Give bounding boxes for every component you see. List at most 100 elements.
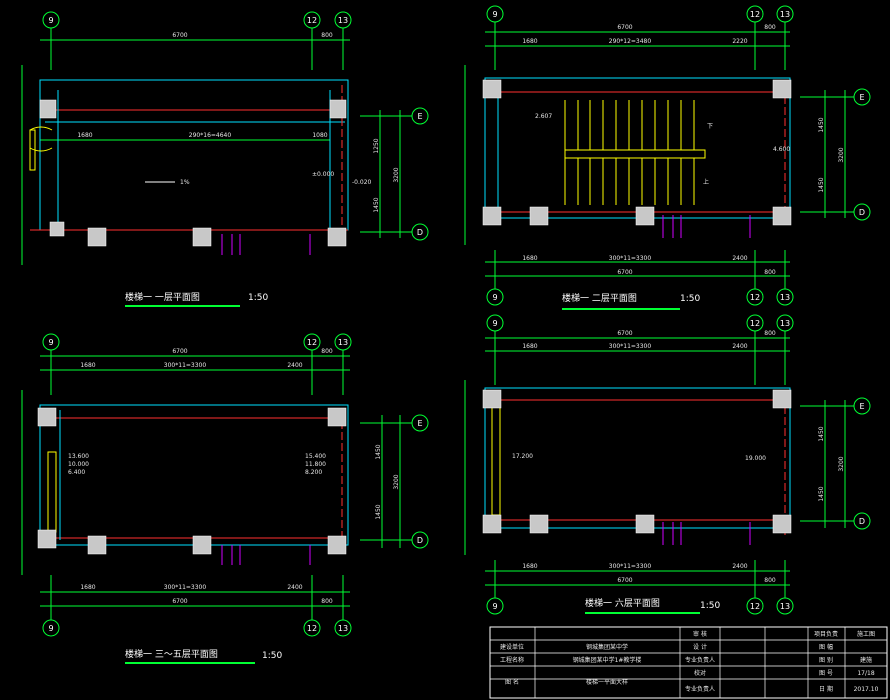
arrow-down: 下 <box>707 123 713 130</box>
axis-13-top: 13 <box>338 338 348 347</box>
level-1: 4.600 <box>773 146 790 153</box>
title-block: 审 核 项目负责 施工图 建设单位 钢城集团某中学 设 计 图 幅 工程名称 钢… <box>489 626 888 699</box>
tb-type-label: 图 别 <box>819 656 833 664</box>
dim-bottom-3: 2400 <box>732 255 747 262</box>
dim-bottom2-2: 800 <box>764 577 776 584</box>
dim-right-2: 1450 <box>818 486 825 501</box>
dim-top2-2: 300*11=3300 <box>164 362 207 369</box>
dim-right-1: 1450 <box>818 426 825 441</box>
dim-top2-3: 2220 <box>732 38 747 45</box>
axis-e: E <box>417 112 422 121</box>
tb-check: 校对 <box>694 669 706 677</box>
dim-bottom-1: 1680 <box>522 255 537 262</box>
plan1-scale: 1:50 <box>248 293 268 303</box>
dim-top2-2: 300*11=3300 <box>609 343 652 350</box>
tb-name-label: 图 名 <box>505 678 519 686</box>
dim-bottom-2: 300*11=3300 <box>164 584 207 591</box>
dim-right-3: 3200 <box>838 147 845 162</box>
plan3-title: 楼梯一 三～五层平面图 <box>125 648 218 660</box>
tb-project-lead: 项目负责 <box>814 630 838 638</box>
dim-side: 800 <box>764 330 776 337</box>
dim-top2-3: 2400 <box>287 362 302 369</box>
axis-e: E <box>417 419 422 428</box>
dim-side: 800 <box>321 348 333 355</box>
dim-bottom2-1: 6700 <box>617 577 632 584</box>
arrow-up: 上 <box>703 178 709 186</box>
axis-13-top: 13 <box>338 16 348 25</box>
axis-9-bottom: 9 <box>492 293 497 302</box>
dim-bottom-3: 2400 <box>287 584 302 591</box>
axis-d: D <box>417 228 423 237</box>
plan-first-floor: 9 12 13 E D 6700 800 1680 290*16=4640 10… <box>21 11 429 307</box>
level-1: 19.000 <box>745 455 766 462</box>
plan1-title: 楼梯一 一层平面图 <box>125 291 200 303</box>
axis-9-top: 9 <box>48 16 53 25</box>
dim-total: 6700 <box>617 24 632 31</box>
tb-project-label: 工程名称 <box>500 656 524 664</box>
axis-13-top: 13 <box>780 10 790 19</box>
dim-right-1: 1450 <box>375 444 382 459</box>
axis-13-bottom: 13 <box>780 293 790 302</box>
level-right-2: 8.200 <box>305 469 322 476</box>
dim-bottom-2: 300*11=3300 <box>609 255 652 262</box>
axis-13-bottom: 13 <box>780 602 790 611</box>
axis-13-top: 13 <box>780 319 790 328</box>
axis-d: D <box>859 517 865 526</box>
level-left-1: 10.000 <box>68 461 89 468</box>
dim-total: 6700 <box>172 348 187 355</box>
dim-right-2: 1450 <box>375 504 382 519</box>
axis-12-bottom: 12 <box>750 293 760 302</box>
dim-bottom-3: 2400 <box>732 563 747 570</box>
axis-9-top: 9 <box>48 338 53 347</box>
slope-label: 1% <box>180 179 190 186</box>
tb-type: 建施 <box>860 656 872 664</box>
plan-second-floor: 9 12 13 9 12 13 E D 6700 800 1680 290*12… <box>464 5 871 310</box>
tb-project: 钢城集团某中学1#教学楼 <box>573 656 642 664</box>
plan4-scale: 1:50 <box>700 601 720 611</box>
dim-top2-1: 1680 <box>522 343 537 350</box>
dim-total: 6700 <box>172 32 187 39</box>
axis-12-bottom: 12 <box>307 624 317 633</box>
axis-9-bottom: 9 <box>492 602 497 611</box>
tb-date: 2017.10 <box>854 686 879 693</box>
plan-sixth-floor: 9 12 13 9 12 13 E D 6700 800 1680 300*11… <box>464 314 871 615</box>
tb-name: 楼梯一平面大样 <box>586 678 628 686</box>
axis-12-bottom: 12 <box>750 602 760 611</box>
tb-number-label: 图 号 <box>819 670 833 677</box>
dim-top2-1: 1680 <box>522 38 537 45</box>
dim-bottom-1: 1680 <box>80 584 95 591</box>
tb-stage: 施工图 <box>857 630 875 638</box>
tb-design: 设 计 <box>693 643 707 651</box>
axis-e: E <box>859 93 864 102</box>
plan4-title: 楼梯一 六层平面图 <box>585 597 660 609</box>
dim-bottom-2: 300*11=3300 <box>609 563 652 570</box>
dim-inner-2: 290*16=4640 <box>189 132 232 139</box>
dim-side: 800 <box>764 24 776 31</box>
dim-right-2: 1450 <box>818 177 825 192</box>
dim-right-3: 3200 <box>838 456 845 471</box>
axis-9-top: 9 <box>492 10 497 19</box>
tb-date-label: 日 期 <box>819 685 833 693</box>
level-left-2: 6.400 <box>68 469 85 476</box>
axis-12-top: 12 <box>307 16 317 25</box>
level-1: -0.020 <box>352 179 372 186</box>
dim-side: 800 <box>321 32 333 39</box>
dim-bottom2-1: 6700 <box>172 598 187 605</box>
dim-right-1: 1450 <box>818 117 825 132</box>
tb-client-label: 建设单位 <box>500 643 524 651</box>
dim-total: 6700 <box>617 330 632 337</box>
axis-12-top: 12 <box>750 319 760 328</box>
plan-third-to-fifth-floor: 9 12 13 9 12 13 E D 6700 800 1680 300*11… <box>21 333 429 664</box>
axis-9-top: 9 <box>492 319 497 328</box>
axis-12-top: 12 <box>307 338 317 347</box>
plan3-scale: 1:50 <box>262 651 282 661</box>
dim-right-1: 1250 <box>373 138 380 153</box>
tb-number: 17/18 <box>857 670 874 677</box>
dim-bottom-1: 1680 <box>522 563 537 570</box>
plan2-title: 楼梯一 二层平面图 <box>562 292 637 304</box>
level-0: ±0.000 <box>312 171 334 178</box>
dim-top2-2: 290*12=3480 <box>609 38 652 45</box>
tb-sheet-size: 图 幅 <box>819 643 833 651</box>
dim-inner-3: 1080 <box>312 132 327 139</box>
axis-d: D <box>417 536 423 545</box>
